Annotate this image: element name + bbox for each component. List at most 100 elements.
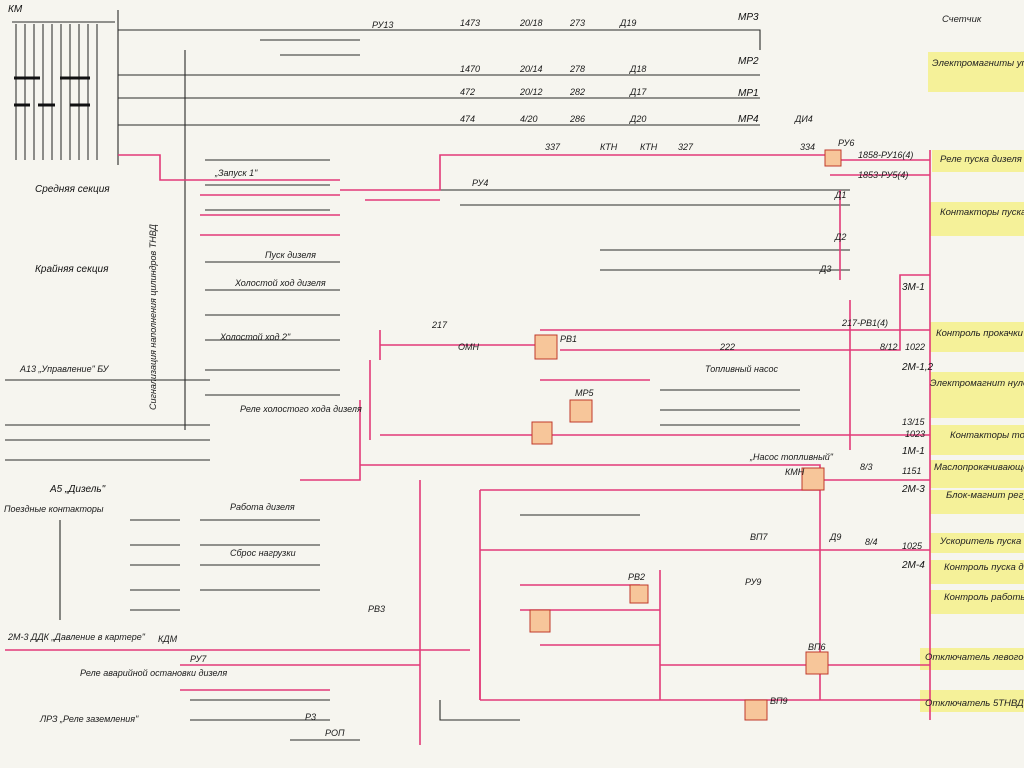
wire-217: 217 [431, 320, 448, 330]
wire-2m-4: 2М-4 [901, 560, 925, 571]
wire-8-4: 8/4 [865, 537, 878, 547]
start1-label: „Запуск 1" [214, 168, 258, 178]
device-rv3: РВ3 [368, 604, 385, 614]
device-ru9: РУ9 [745, 577, 761, 587]
middle-section-label: Средняя секция [35, 184, 110, 195]
emergency-stop-label: Реле аварийной остановки дизеля [80, 668, 227, 678]
legend-start-control: Контроль пуска дизеля [944, 562, 1024, 573]
start-diesel-label: Пуск дизеля [265, 250, 316, 260]
legend-left-row-switch: Отключатель левого ряда ТНВД [925, 652, 1024, 663]
legend-oil-pump: Маслопрокачивающего насоса [934, 462, 1024, 473]
device-mr1: МР1 [738, 88, 759, 99]
wire-1023: 1023 [905, 429, 925, 439]
wire-20-14: 20/14 [519, 64, 543, 74]
wire-labels: 1473 20/18 273 Д19 1470 20/14 278 Д18 47… [431, 18, 934, 571]
wire-334: 334 [800, 142, 815, 152]
wire-2m-3: 2М-3 [901, 484, 925, 495]
diesel-label: А5 „Дизель" [49, 484, 106, 495]
idle-run-label: Холостой ход дизеля [234, 278, 326, 288]
wire-1022: 1022 [905, 342, 925, 352]
relay-boxes [529, 149, 842, 721]
wire-222: 222 [719, 342, 735, 352]
device-ru4: РУ4 [472, 178, 488, 188]
legend-fuel-contactors: Контакторы топливного насоса [950, 430, 1024, 441]
wire-8-12: 8/12 [880, 342, 898, 352]
device-r3: Р3 [305, 712, 316, 722]
wire-d17: Д17 [629, 87, 647, 97]
black-wires [5, 29, 850, 741]
wire-273: 273 [569, 18, 585, 28]
wire-1m-1: 1М-1 [902, 446, 925, 457]
wire-d18: Д18 [629, 64, 646, 74]
cylinder-signal-label: Сигнализация наполнения цилиндров ТНВД [148, 223, 158, 410]
device-d1: Д1 [834, 190, 846, 200]
diesel-work-label: Работа дизеля [230, 502, 295, 512]
device-mr4: МР4 [738, 114, 759, 125]
legend-regulator-magnet: Блок-магнит регулятора дизеля [946, 490, 1024, 501]
wire-1473: 1473 [460, 18, 480, 28]
legend-inductive-sensor: Электромагнит нулевого положения индукти… [930, 378, 1024, 389]
legend-5tnvd-switch: Отключатель 5ТНВД [925, 698, 1024, 709]
legend-highlights [920, 52, 1024, 712]
device-rv2: РВ2 [628, 572, 645, 582]
fuel-pump2-label: „Насос топливный" [749, 452, 834, 462]
legend-start-accelerator: Ускоритель пуска [939, 536, 1021, 547]
wire-ktn: КТН [640, 142, 658, 152]
wire-3m-1: 3М-1 [902, 282, 925, 293]
idle-run2-label: Холостой ход 2" [219, 332, 291, 342]
wire-8-3: 8/3 [860, 462, 873, 472]
wire-286: 286 [569, 114, 585, 124]
idle-relay-label: Реле холостого хода дизеля [240, 404, 362, 414]
device-mr3: МР3 [738, 12, 759, 23]
fuel-pump-label: Топливный насос [705, 364, 778, 374]
wire-13-15: 13/15 [902, 417, 926, 427]
train-contactors-label: Поездные контакторы [4, 504, 104, 514]
device-ru7: РУ7 [190, 654, 207, 664]
device-labels: МР3 МР2 МР1 МР4 РУ6 Д1 Д2 Д3 РВ1 МР5 КМН… [158, 12, 854, 738]
control-label: А13 „Управление" БУ [19, 364, 110, 374]
wire-337: 337 [545, 142, 561, 152]
wire-217-rv1: 217-РВ1(4) [841, 318, 888, 328]
wire-278: 278 [569, 64, 585, 74]
legend-oil-check: Контроль прокачки масла [936, 328, 1024, 339]
pink-wires [5, 150, 931, 745]
wire-1853: 1853-РУ5(4) [858, 170, 908, 180]
km-controller [12, 10, 119, 165]
legend-start-contactors: Контакторы пуска дизеля [940, 207, 1024, 218]
device-rop: РОП [325, 728, 345, 738]
device-vp9: ВП9 [770, 696, 788, 706]
device-omn: ОМН [458, 342, 479, 352]
device-ru6: РУ6 [838, 138, 854, 148]
wire-282: 282 [569, 87, 585, 97]
wire-d19: Д19 [619, 18, 636, 28]
device-vp7: ВП7 [750, 532, 769, 542]
wire-20-18: 20/18 [519, 18, 543, 28]
wire-472: 472 [460, 87, 475, 97]
wire-474: 474 [460, 114, 475, 124]
device-di4: ДИ4 [794, 114, 813, 124]
device-ktn: КТН [600, 142, 618, 152]
wire-1025: 1025 [902, 541, 923, 551]
device-d2: Д2 [834, 232, 846, 242]
wire-1858: 1858-РУ16(4) [858, 150, 913, 160]
ground-relay-label: ЛРЗ „Реле заземления" [39, 714, 139, 724]
wire-d20: Д20 [629, 114, 646, 124]
device-kdm: КДМ [158, 634, 178, 644]
legend-start-relay: Реле пуска дизеля [940, 154, 1022, 165]
device-ru13: РУ13 [372, 20, 393, 30]
device-d3: Д3 [819, 264, 831, 274]
km-label: КМ [8, 4, 23, 15]
legend-counter: Счетчик [942, 14, 982, 25]
device-kmn: КМН [785, 467, 805, 477]
device-rv1: РВ1 [560, 334, 577, 344]
device-mr2: МР2 [738, 56, 759, 67]
wire-1470: 1470 [460, 64, 480, 74]
wire-20-12: 20/12 [519, 87, 543, 97]
load-drop-label: Сброс нагрузки [230, 548, 296, 558]
wire-4-20: 4/20 [520, 114, 538, 124]
legend-work-control: Контроль работы дизеля [944, 592, 1024, 603]
legend-rpm-magnets: Электромагниты управления оборотами дизе… [932, 58, 1024, 69]
device-mr5: МР5 [575, 388, 595, 398]
device-d9: Д9 [829, 532, 841, 542]
